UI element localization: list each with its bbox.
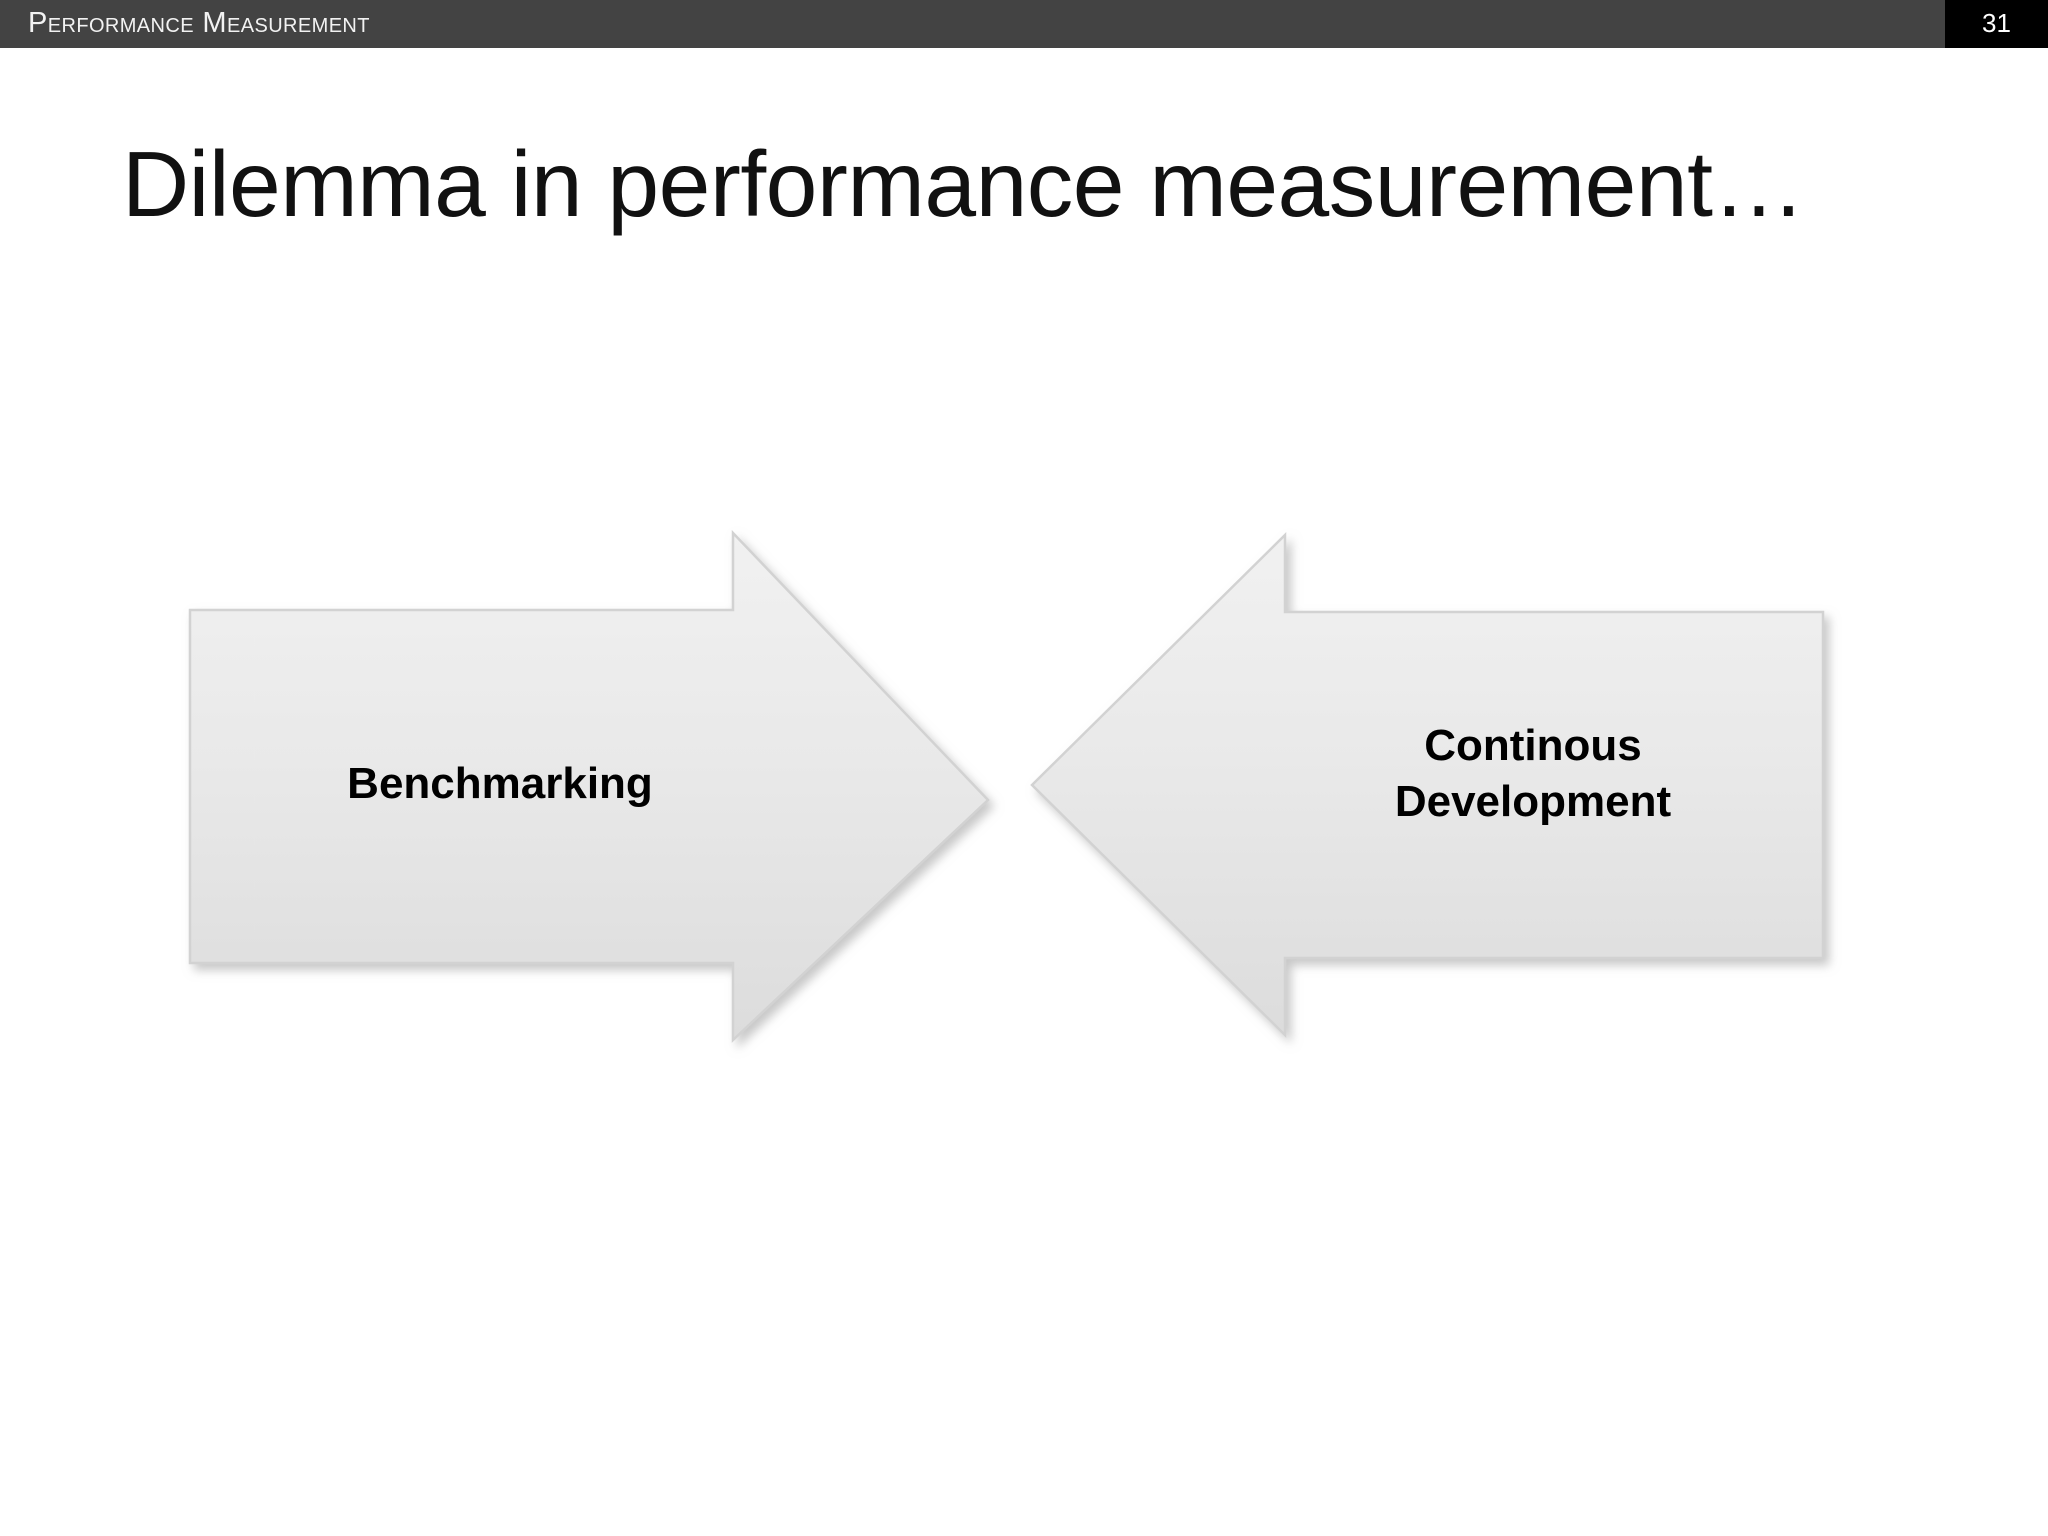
page-number: 31 (1982, 8, 2011, 38)
header-section-title: Performance Measurement (28, 7, 370, 39)
left-arrow-label: Benchmarking (347, 759, 653, 808)
page-number-box: 31 (1945, 0, 2048, 48)
header-bar: Performance Measurement 31 (0, 0, 2048, 48)
page-title: Dilemma in performance measurement… (122, 132, 1805, 236)
right-arrow-label: Continous Development (1394, 721, 1672, 827)
